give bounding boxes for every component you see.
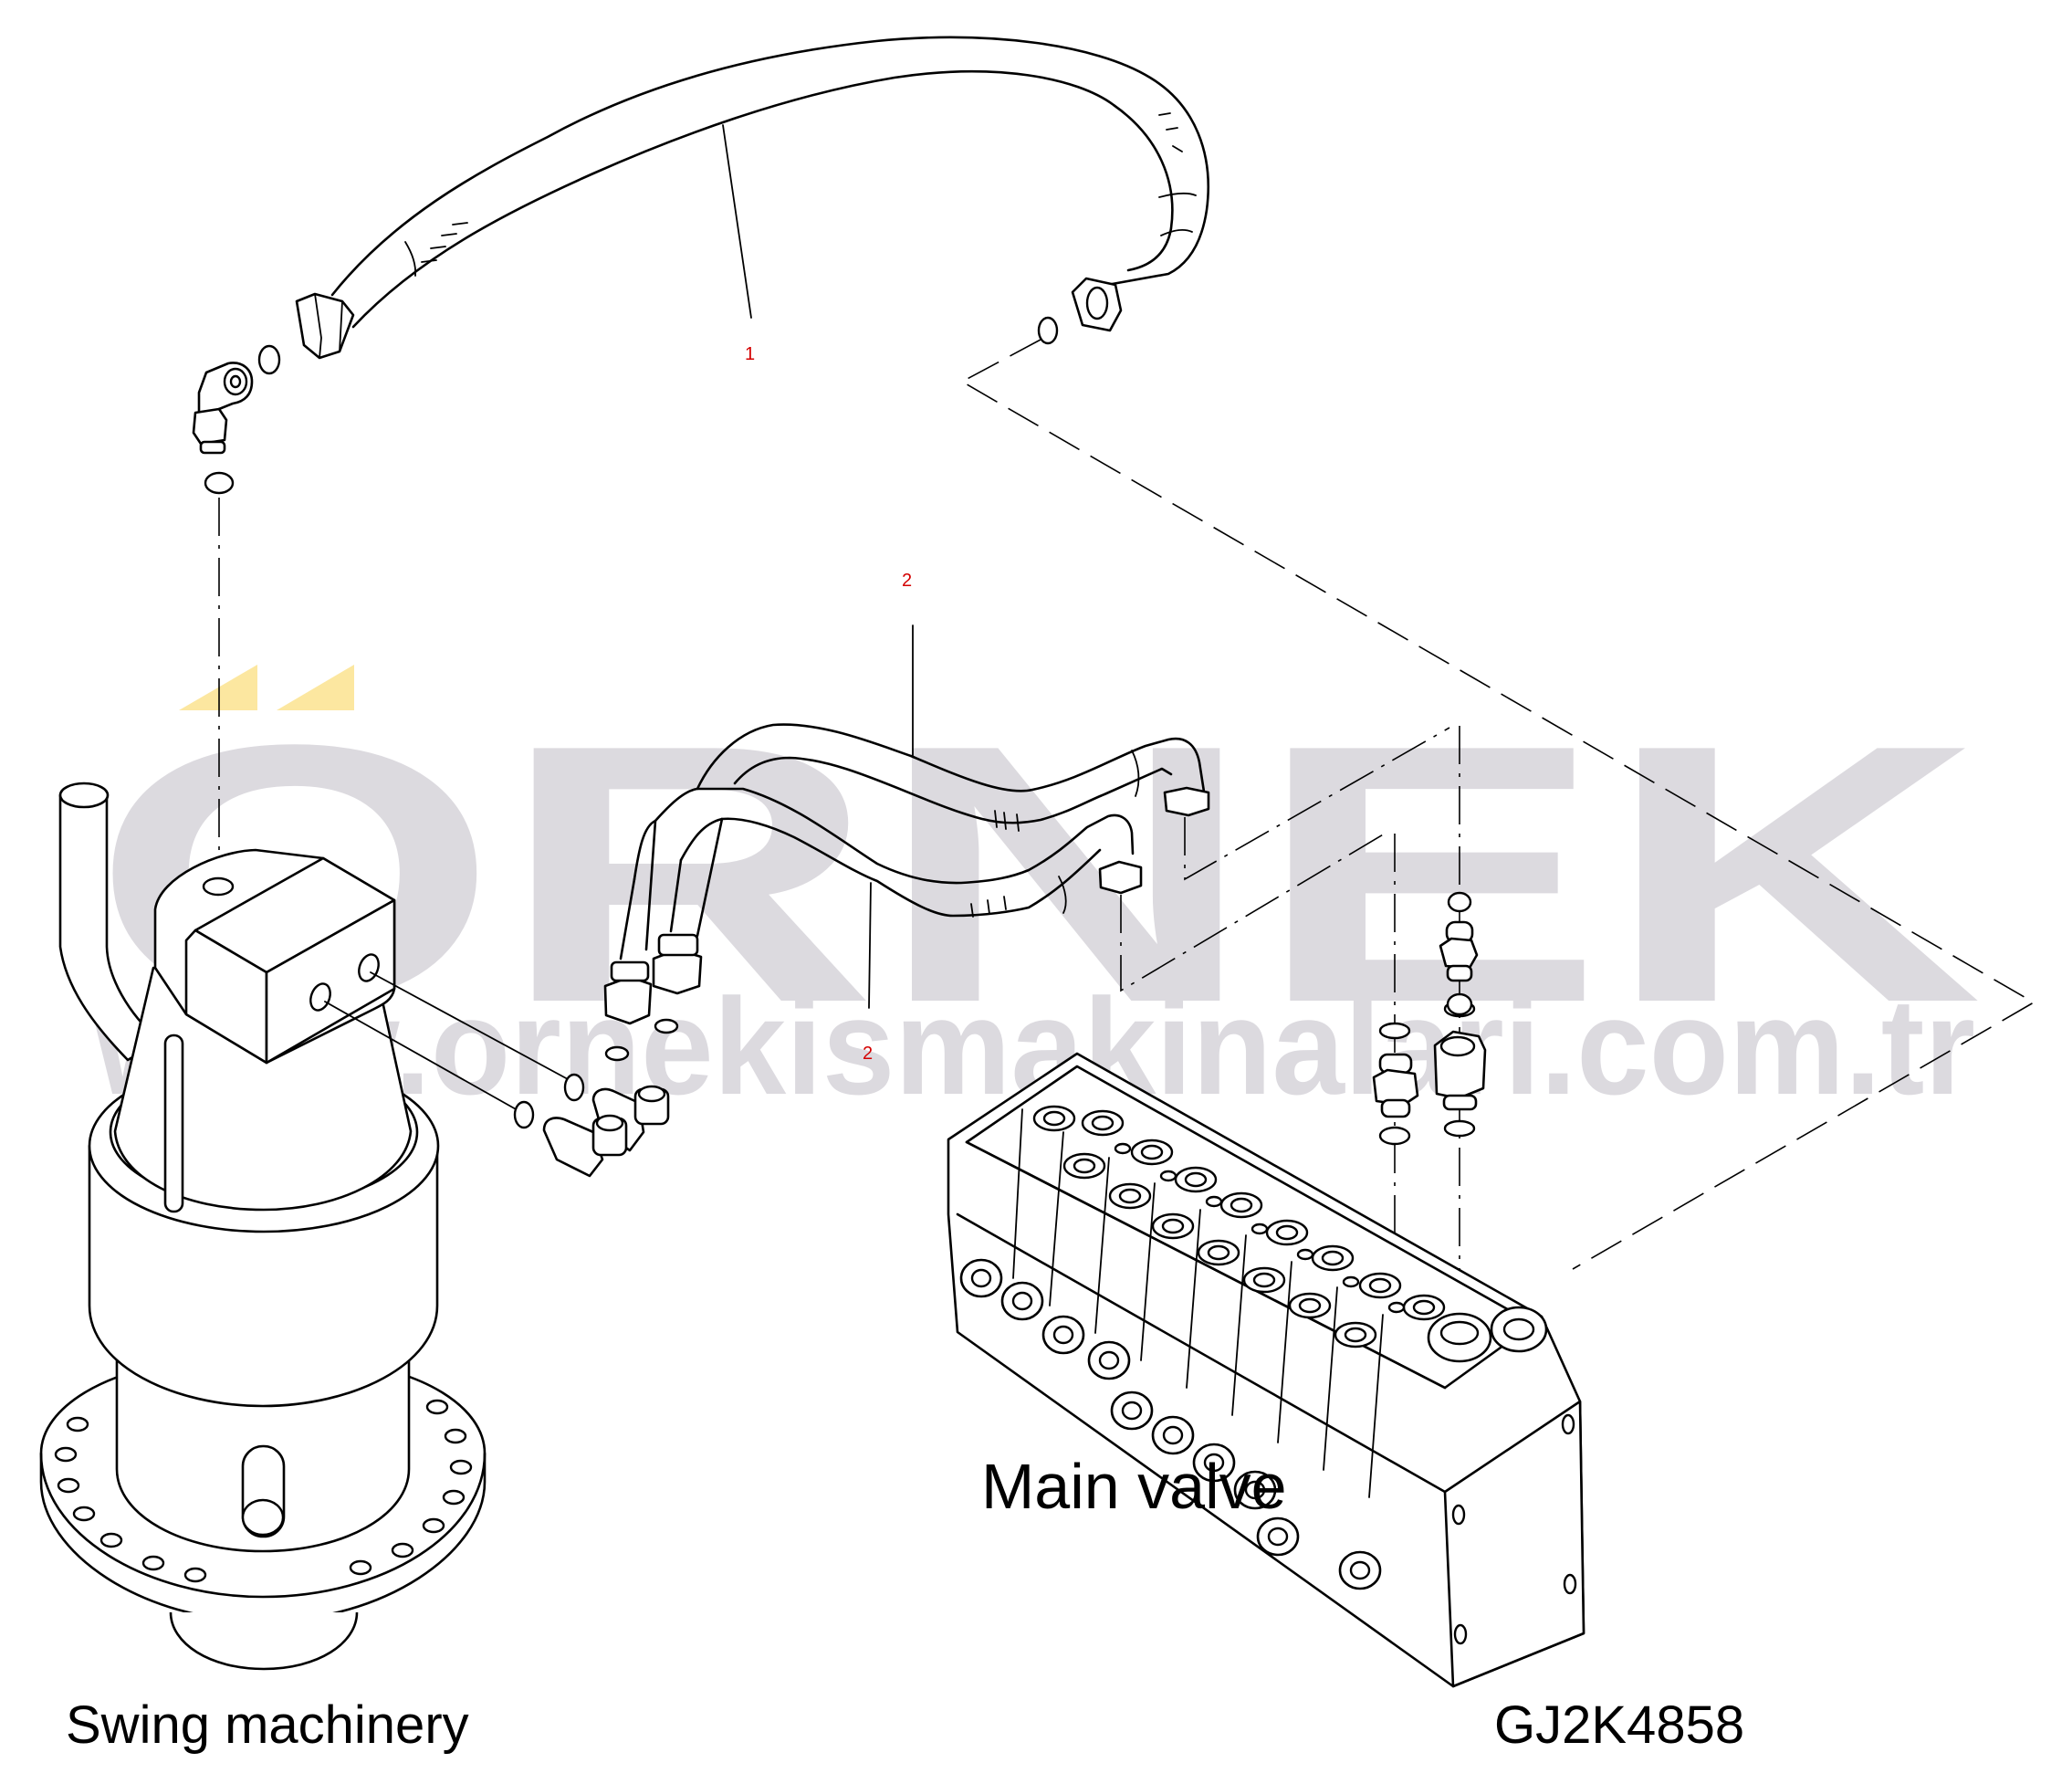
caption-swing-machinery: Swing machinery <box>66 1695 469 1755</box>
o-ring <box>1378 1022 1411 1040</box>
guide-line-hose2-lower <box>1120 833 1386 992</box>
o-ring <box>1446 992 1473 1016</box>
valve-end-block <box>1443 1400 1585 1688</box>
block-side-port <box>309 982 331 1012</box>
elbow-fittings-pair <box>542 1085 670 1178</box>
o-ring <box>257 344 281 375</box>
guide-line-hose2-upper <box>1184 727 1450 881</box>
block-top-port <box>202 876 235 897</box>
fitting-adapter-left <box>1372 1053 1419 1118</box>
fitting-adapter-upper <box>1439 920 1479 982</box>
hose-2-lower-nut <box>1098 860 1143 895</box>
hose-1-left-nut <box>295 292 355 360</box>
valve-spool-caps <box>959 1258 1382 1590</box>
valve-port-fittings <box>1372 891 1487 1146</box>
hose-2[interactable]: 2 2 <box>603 571 1210 1064</box>
locating-pin <box>163 1034 184 1213</box>
fitting-adapter-right <box>1433 1030 1487 1111</box>
main-valve[interactable] <box>947 1052 1585 1688</box>
caption-main-valve: Main valve <box>981 1451 1287 1522</box>
o-ring <box>604 1045 630 1062</box>
valve-top-ports <box>1032 1105 1446 1348</box>
o-ring <box>563 1073 585 1102</box>
o-ring <box>204 471 235 495</box>
guide-line-hose1-to-valve <box>960 339 2035 1270</box>
o-ring <box>1037 316 1059 345</box>
callout-leader-2b <box>868 882 872 1009</box>
o-ring <box>1443 1119 1476 1138</box>
o-ring <box>1447 891 1472 913</box>
o-ring <box>1378 1126 1411 1146</box>
umlaut-accent-right <box>277 665 354 710</box>
umlaut-accent-left <box>179 665 257 710</box>
hose-2-left-nut-a <box>603 975 653 1025</box>
caption-drawing-code: GJ2K4858 <box>1494 1695 1745 1755</box>
callout-label-1: 1 <box>745 344 755 364</box>
watermark-brand: ORNEK <box>91 669 1983 1079</box>
callout-leader-1 <box>722 124 752 319</box>
flange-bolt-holes <box>54 1399 473 1583</box>
watermark: ORNEK www.ornekismakinalari.com.tr <box>91 665 1983 1123</box>
swing-machinery[interactable] <box>39 782 670 1671</box>
callout-label-2-lower: 2 <box>863 1044 873 1064</box>
callout-label-2-upper: 2 <box>902 571 912 591</box>
elbow-fitting <box>192 362 254 455</box>
o-ring <box>513 1100 535 1129</box>
hose-2-upper-nut <box>1163 786 1210 817</box>
o-ring <box>654 1018 679 1034</box>
hose-1[interactable]: 1 <box>192 36 1210 495</box>
